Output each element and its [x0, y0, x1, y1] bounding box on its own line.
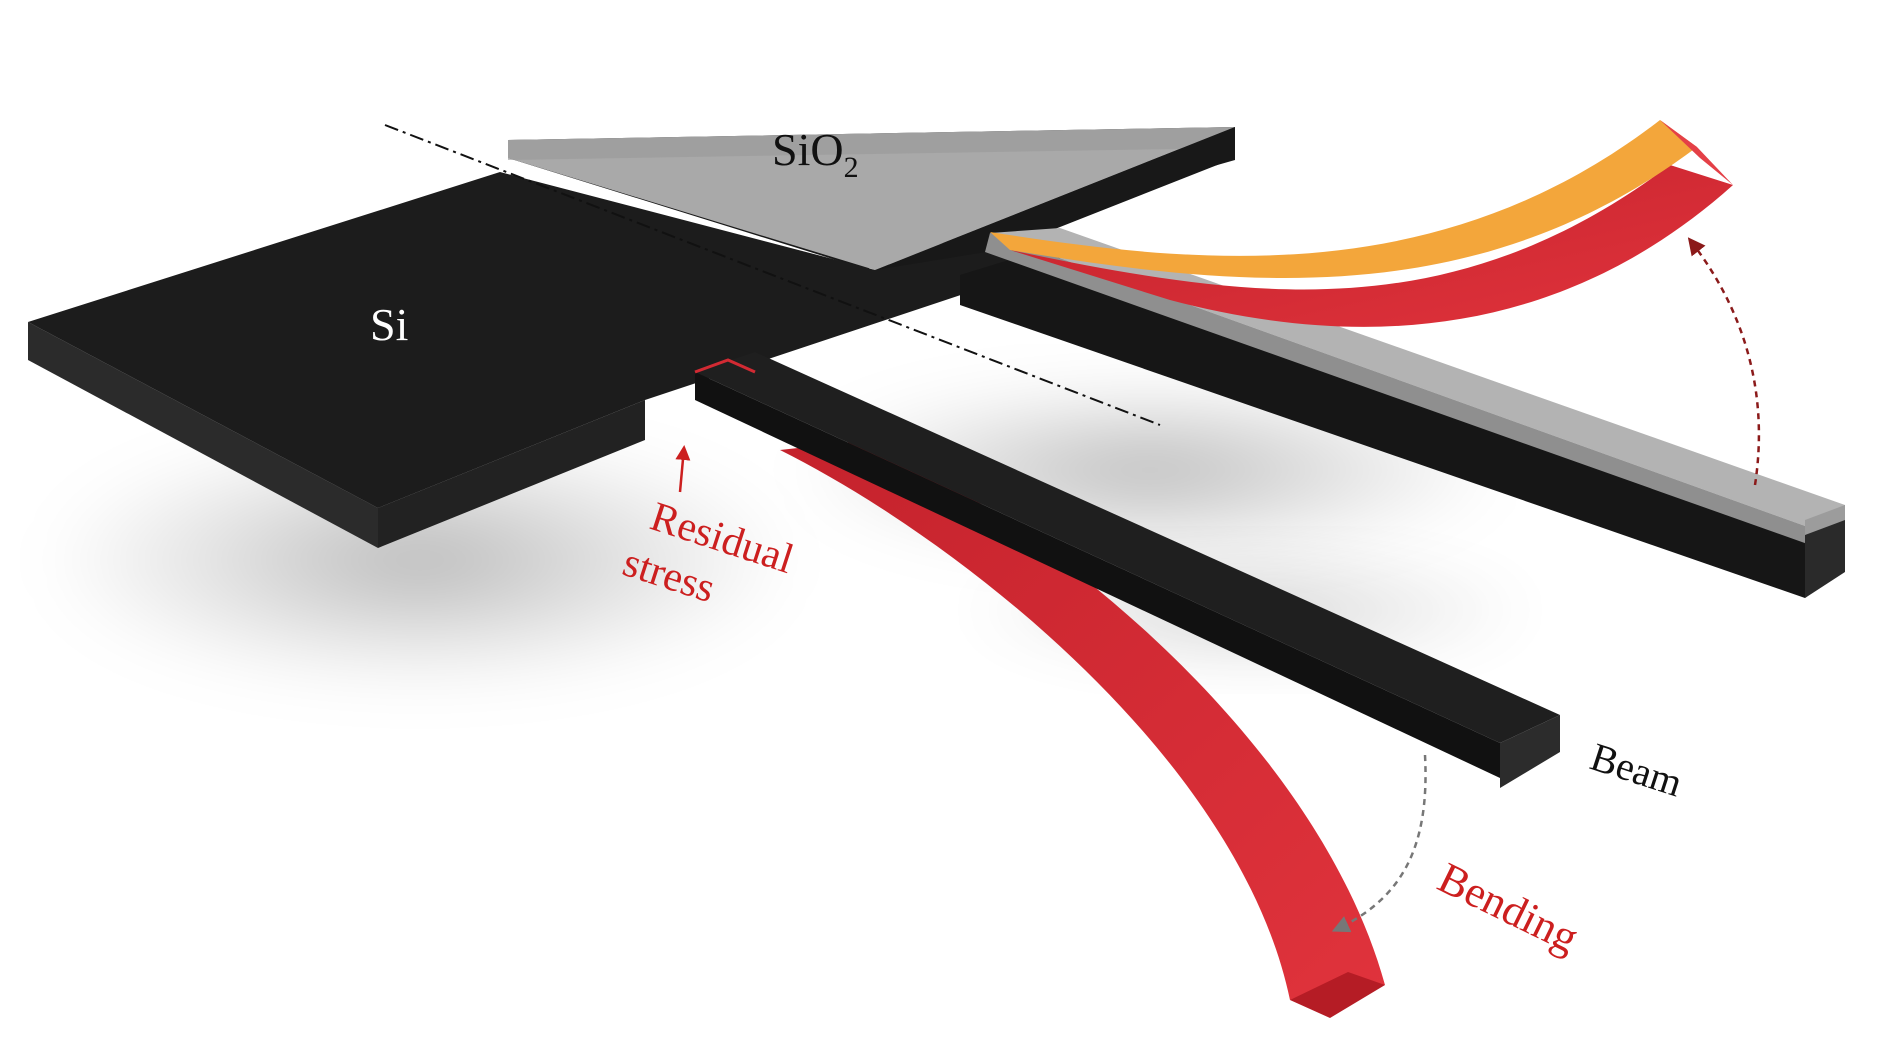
label-sio2: SiO2	[772, 124, 859, 184]
downward-bent-red-layer	[780, 440, 1385, 1000]
right-beam-end-oxide	[1805, 505, 1845, 535]
upward-bending-arrow	[1687, 237, 1761, 486]
upward-bent-end-cap	[1660, 120, 1733, 185]
si-top-face	[28, 172, 1060, 508]
label-sio2-subscript: 2	[844, 151, 859, 184]
label-sio2-base: SiO	[772, 124, 844, 175]
sio2-top-face	[508, 127, 1235, 270]
downward-bent-end-cap	[1290, 972, 1385, 1018]
middle-beam-red-outline	[694, 358, 756, 374]
sio2-back-edge	[508, 127, 1235, 160]
si-left-side	[28, 322, 378, 548]
downward-bent-beam	[780, 440, 1385, 1018]
si-front-side	[378, 400, 645, 548]
right-beam-oxide-side	[985, 233, 1830, 552]
residual-stress-arrow	[675, 445, 691, 493]
middle-beam-top	[695, 352, 1560, 743]
downward-bending-arrow	[1331, 754, 1427, 933]
middle-beam	[694, 352, 1560, 788]
upward-bent-orange-layer	[990, 120, 1697, 279]
middle-beam-side	[695, 372, 1500, 778]
label-si: Si	[370, 299, 408, 350]
upward-bent-red-layer	[1010, 165, 1733, 327]
upward-bent-beam	[990, 120, 1733, 327]
symmetry-axis-line	[384, 124, 1161, 426]
middle-beam-end-cap	[1500, 715, 1560, 788]
silicon-slab	[28, 172, 1060, 548]
label-beam: Beam	[1585, 734, 1688, 806]
label-bending: Bending	[1431, 853, 1586, 962]
right-beam-silicon-side	[960, 255, 1830, 598]
